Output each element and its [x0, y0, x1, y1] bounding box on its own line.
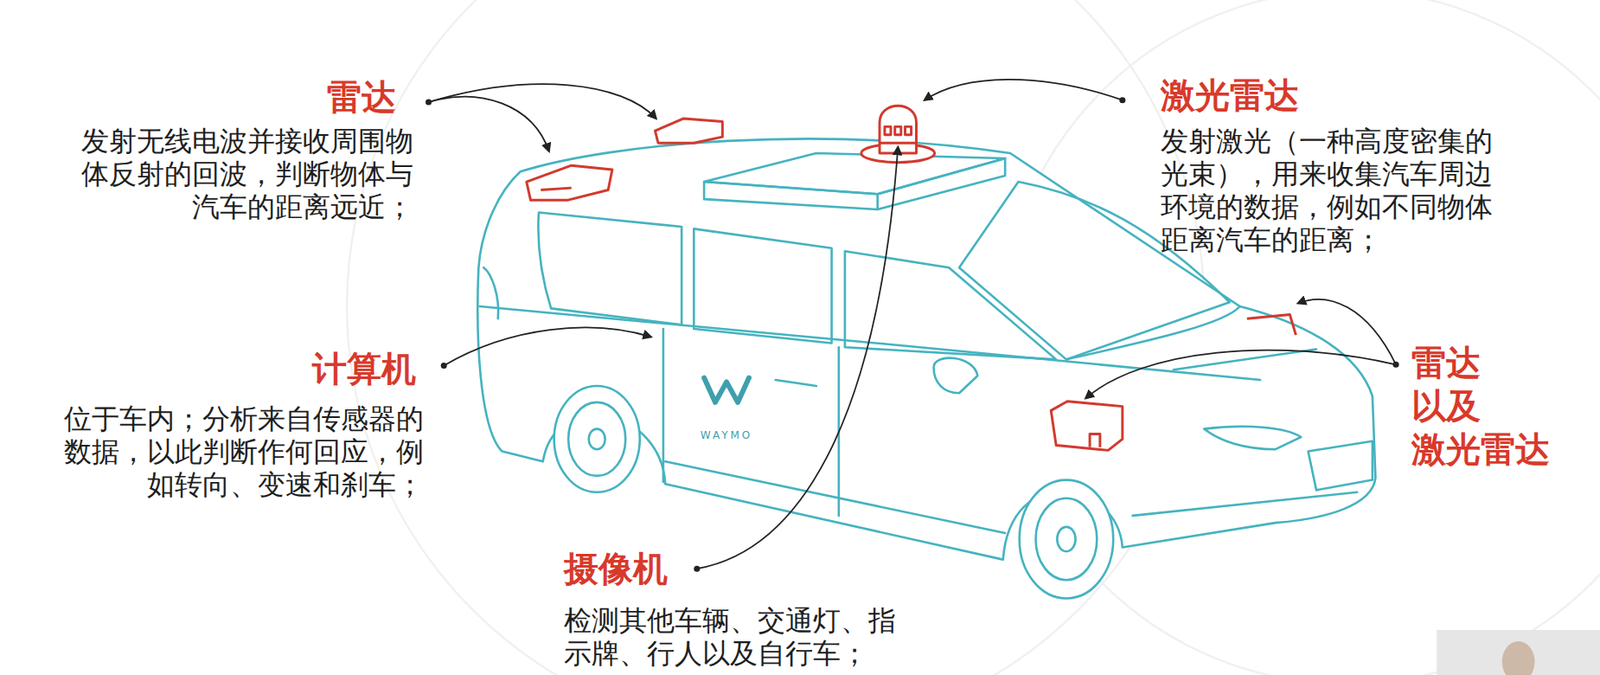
part-title: 计算机 — [259, 347, 416, 390]
roof-housing — [704, 181, 878, 210]
front-wheel — [1019, 480, 1114, 599]
background-circles — [346, 0, 1600, 675]
waymo-logo — [704, 377, 749, 403]
lidar-band — [879, 141, 916, 145]
hub — [588, 428, 606, 450]
leader-arrow — [1085, 350, 1396, 399]
leader-arrow — [443, 327, 652, 366]
tyre — [554, 385, 640, 493]
leader-dot — [1119, 96, 1126, 103]
rear-window — [537, 211, 682, 325]
grille — [1308, 441, 1373, 491]
leader-arrow — [428, 96, 550, 152]
lidar-dome — [879, 105, 916, 154]
leader-arrow — [1298, 299, 1396, 365]
radar-pod — [526, 165, 613, 200]
door-line — [662, 328, 666, 482]
mirror — [934, 358, 979, 394]
part-description: 检测其他车辆、交通灯、指示牌、行人以及自行车； — [563, 603, 905, 670]
leader-dot — [1392, 361, 1399, 368]
part-description: 发射无线电波并接收周围物体反射的回波，判断物体与汽车的距离远近； — [72, 124, 414, 224]
sill-line — [665, 460, 1005, 533]
hood-line — [1066, 306, 1241, 359]
lidar-window — [895, 126, 902, 135]
radar-lidar-pod — [1050, 401, 1123, 451]
hub — [1056, 526, 1076, 551]
webcam-person — [1502, 640, 1536, 675]
radar-lidar-pod-detail — [1089, 433, 1101, 447]
lidar-window — [905, 126, 912, 135]
part-title: 摄像机 — [563, 547, 737, 589]
leader-arrow — [697, 147, 898, 569]
rim — [568, 402, 626, 476]
webcam-thumbnail — [1436, 629, 1600, 675]
part-description: 位于车内；分析来自传感器的数据，以此判断作何回应，例如转向、变速和刹车； — [55, 402, 424, 501]
part-description: 发射激光（一种高度密集的光束），用来收集汽车周边环境的数据，例如不同物体距离汽车… — [1160, 124, 1502, 256]
radar-pod — [1247, 313, 1297, 335]
leader-dot — [441, 362, 448, 369]
rear-wheel — [554, 385, 640, 493]
part-title: 雷达 以及 激光雷达 — [1411, 340, 1561, 471]
radar-pod-line — [540, 187, 571, 190]
hood-line — [1173, 349, 1317, 371]
rim — [1036, 498, 1098, 580]
brand-text: WAYMO — [683, 428, 770, 442]
waist-line — [480, 306, 1261, 380]
bumper-line — [1132, 492, 1358, 516]
radar-pod — [654, 118, 723, 143]
leader-arrow — [428, 83, 657, 119]
middle-window — [693, 228, 832, 343]
part-title: 雷达 — [259, 76, 397, 118]
tyre — [1019, 480, 1114, 599]
leader-dot — [693, 565, 700, 572]
lidar-window — [884, 126, 891, 135]
door-handle — [775, 379, 817, 386]
part-title: 激光雷达 — [1160, 74, 1334, 116]
headlight — [1203, 426, 1301, 449]
rear-lamp — [483, 267, 499, 319]
leader-arrow — [924, 79, 1123, 101]
leader-dot — [425, 99, 432, 106]
